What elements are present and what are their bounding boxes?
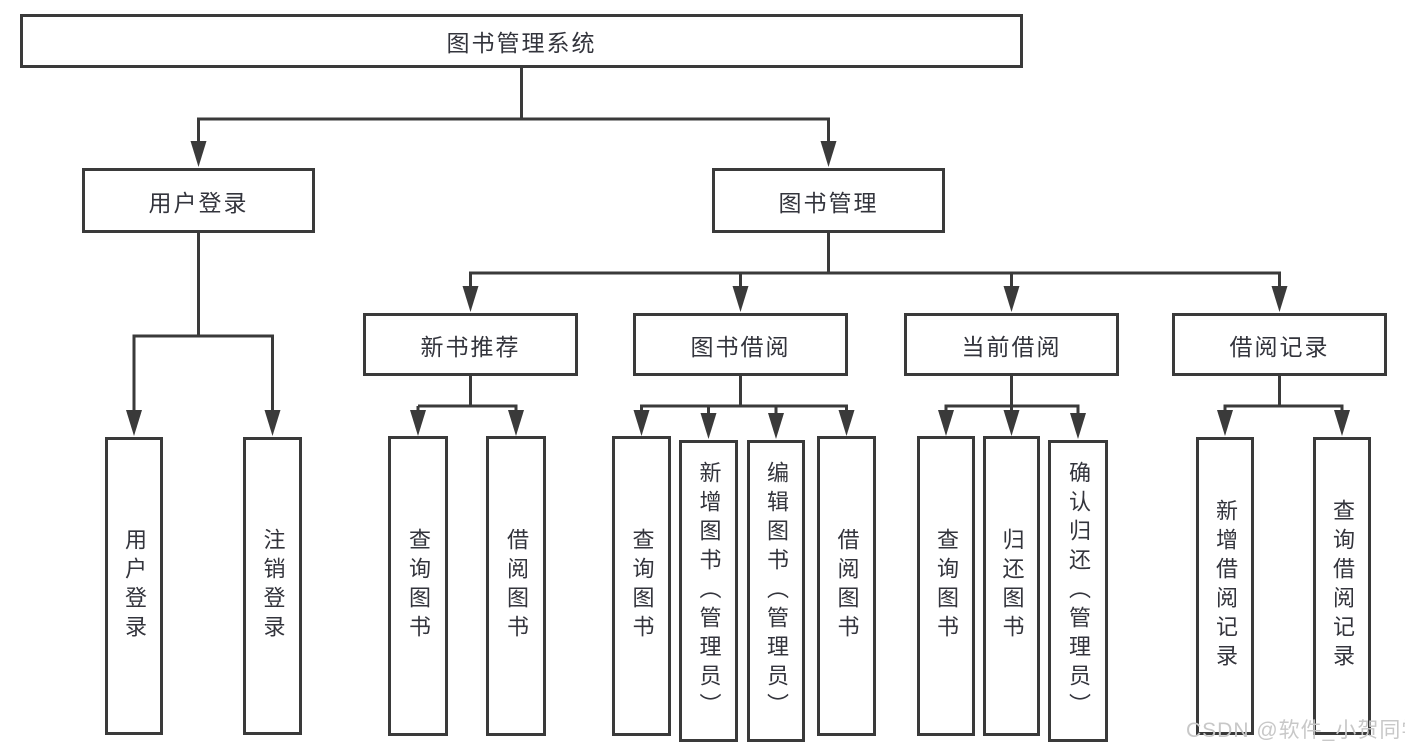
leaf-borrow-edit-books-admin: 编辑图书（管理员）: [747, 440, 805, 742]
node-book-borrow: 图书借阅: [633, 313, 848, 376]
leaf-logout: 注销登录: [243, 437, 302, 735]
leaf-borrow-query-books: 查询图书: [612, 436, 671, 736]
leaf-records-query-record: 查询借阅记录: [1313, 437, 1371, 735]
node-book-management: 图书管理: [712, 168, 945, 233]
connector-lines: [132, 68, 1344, 417]
node-user-login: 用户登录: [82, 168, 315, 233]
node-current-borrow: 当前借阅: [904, 313, 1119, 376]
leaf-current-return-books: 归还图书: [983, 436, 1040, 736]
leaf-recommend-borrow-books: 借阅图书: [486, 436, 546, 736]
leaf-user-login: 用户登录: [105, 437, 163, 735]
leaf-current-confirm-return-admin: 确认归还（管理员）: [1048, 440, 1108, 742]
watermark-csdn: CSDN @软件_小贺同学: [1186, 719, 1405, 742]
arrowheads: [126, 141, 1350, 439]
leaf-records-add-record: 新增借阅记录: [1196, 437, 1254, 735]
leaf-current-query-books: 查询图书: [917, 436, 975, 736]
node-new-book-recommend: 新书推荐: [363, 313, 578, 376]
node-borrow-records: 借阅记录: [1172, 313, 1387, 376]
leaf-recommend-query-books: 查询图书: [388, 436, 448, 736]
leaf-borrow-borrow-books: 借阅图书: [817, 436, 876, 736]
leaf-borrow-add-books-admin: 新增图书（管理员）: [679, 440, 738, 742]
node-library-management-system: 图书管理系统: [20, 14, 1023, 68]
